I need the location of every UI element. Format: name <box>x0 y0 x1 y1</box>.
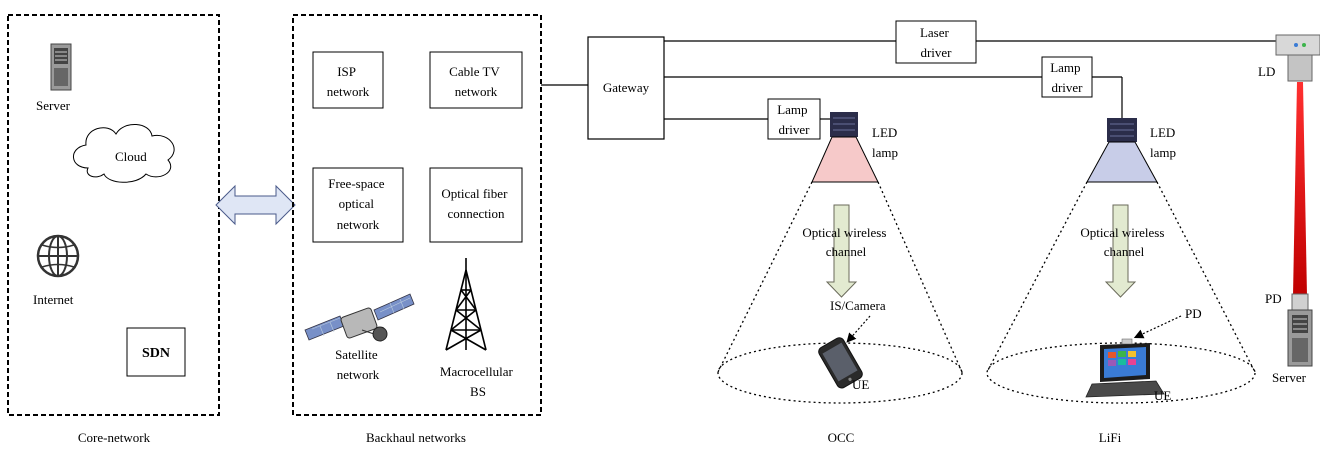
occ-led-lamp-label: LED lamp <box>872 125 901 160</box>
cloud-icon <box>73 124 175 183</box>
laser-driver-box <box>895 20 977 64</box>
lifi-channel-label: Optical wireless channel <box>1080 225 1167 259</box>
occ-led-lamp-icon <box>830 112 858 137</box>
lifi-cone-right-edge <box>1156 181 1256 373</box>
lifi-pd-pointer <box>1133 315 1182 339</box>
lamp-driver-occ-label: Lamp driver <box>777 102 811 137</box>
free-space-optical-network-label: Free-space optical network <box>328 176 388 232</box>
smartphone-icon <box>818 337 863 389</box>
laser-driver-label: Laser driver <box>920 25 952 60</box>
occ-cone-left-edge <box>717 181 813 373</box>
lifi-led-lamp-icon <box>1107 118 1137 142</box>
backhaul-networks-caption: Backhaul networks <box>366 430 466 445</box>
occ-caption: OCC <box>828 430 855 445</box>
gateway-box <box>587 36 665 140</box>
lamp-driver-lifi-label: Lamp driver <box>1050 60 1084 95</box>
cloud-label: Cloud <box>115 149 147 164</box>
occ-cone-right-edge <box>877 181 963 373</box>
pd-label: PD <box>1265 291 1282 306</box>
server-right-label: Server <box>1272 370 1307 385</box>
internet-label: Internet <box>33 292 74 307</box>
occ-channel-label: Optical wireless channel <box>802 225 889 259</box>
occ-light-cone <box>811 136 879 183</box>
server-right-icon <box>1287 309 1313 367</box>
optical-fiber-connection-box <box>429 167 523 243</box>
lifi-ue-label: UE <box>1154 388 1171 403</box>
lifi-light-cone <box>1086 141 1158 183</box>
backhaul-networks-box <box>292 14 542 416</box>
lifi-caption: LiFi <box>1099 430 1122 445</box>
lamp-driver-occ-box <box>767 98 821 140</box>
sdn-box <box>126 327 186 377</box>
occ-sensor-label: IS/Camera <box>830 298 886 313</box>
globe-icon <box>36 234 80 278</box>
lifi-led-lamp-label: LED lamp <box>1150 125 1179 160</box>
laser-diode-device-icon <box>1275 34 1320 82</box>
bidirectional-arrow-icon <box>215 184 296 226</box>
lifi-cone-left-edge <box>986 181 1088 373</box>
photodiode-device-icon <box>1291 293 1309 311</box>
sdn-label: SDN <box>142 346 170 361</box>
optical-fiber-connection-label: Optical fiber connection <box>441 186 510 221</box>
core-network-caption: Core-network <box>78 430 151 445</box>
gateway-label: Gateway <box>603 80 650 95</box>
ld-label: LD <box>1258 64 1275 79</box>
macrocellular-bs-label: Macrocellular BS <box>440 364 516 399</box>
lifi-pd-label: PD <box>1185 306 1202 321</box>
cable-tv-network-box <box>429 51 523 109</box>
occ-ue-label: UE <box>852 377 869 392</box>
occ-channel-arrow-icon <box>825 204 858 298</box>
isp-network-label: ISP network <box>327 64 370 99</box>
lifi-channel-arrow-icon <box>1104 204 1137 298</box>
server-label: Server <box>36 98 71 113</box>
laptop-icon <box>1085 338 1165 398</box>
cell-tower-icon <box>445 258 487 351</box>
free-space-optical-network-box <box>312 167 404 243</box>
laser-beam <box>1293 82 1307 296</box>
satellite-icon <box>304 293 415 342</box>
core-network-box <box>7 14 220 416</box>
server-icon <box>50 43 72 91</box>
lifi-coverage-ellipse <box>986 342 1256 404</box>
cable-tv-network-label: Cable TV network <box>449 64 503 99</box>
occ-sensor-pointer <box>846 315 871 343</box>
isp-network-box <box>312 51 384 109</box>
satellite-network-label: Satellite network <box>335 347 381 382</box>
